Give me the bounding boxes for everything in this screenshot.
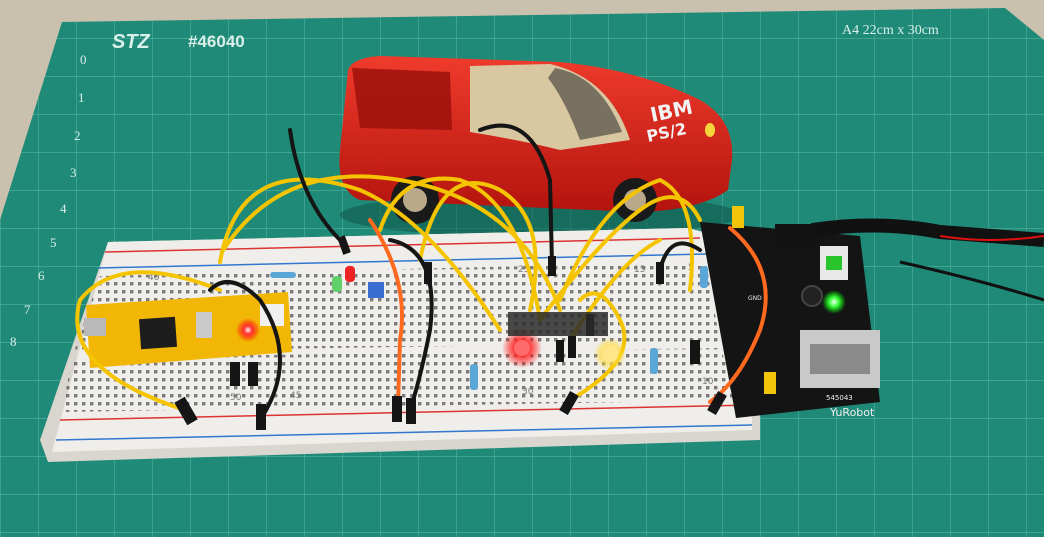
components <box>270 266 708 390</box>
dc-cable <box>810 218 1044 247</box>
bb-number: 40 <box>148 273 160 283</box>
header-pins <box>508 312 608 336</box>
resistor <box>700 266 708 288</box>
pcb-brand: YuRobot <box>829 406 875 419</box>
scale-num: 0 <box>80 52 87 67</box>
bb-number: 25 <box>518 265 529 275</box>
mat-model: #46040 <box>188 32 245 51</box>
bb-number: 30 <box>522 387 534 397</box>
power-led-glow <box>822 290 846 314</box>
resistor <box>650 348 658 374</box>
small-red-led <box>345 266 355 282</box>
mat-brand: STZ <box>112 31 151 53</box>
bb-number: 15 <box>634 265 645 275</box>
crystal <box>196 312 212 338</box>
pcb-gnd-label: GND <box>748 295 762 302</box>
resistor <box>270 272 296 278</box>
board-led-glow <box>236 318 260 342</box>
rail-line-blue-bottom <box>55 424 753 441</box>
arduino-nano-board <box>84 292 292 368</box>
usb-port <box>84 318 106 336</box>
microcontroller-chip <box>138 316 178 350</box>
potentiometer <box>368 282 384 298</box>
bb-number: 50 <box>230 393 242 403</box>
car-badge-icon <box>705 123 715 137</box>
scale-num: 1 <box>78 90 85 105</box>
scale-num: 6 <box>38 268 45 283</box>
red-led <box>514 340 530 356</box>
bb-number: 10 <box>702 377 714 387</box>
car-rear-deck <box>352 68 452 130</box>
black-wire-thin <box>899 260 1044 302</box>
jumper <box>764 372 776 394</box>
bb-number: 45 <box>290 391 301 401</box>
power-switch-cap <box>826 256 842 270</box>
red-wire <box>939 235 1044 241</box>
resistor <box>470 364 478 390</box>
power-supply-module: YuRobot 545043 GND <box>700 206 880 419</box>
mat-left-scale: 0 1 2 3 4 5 6 7 8 <box>10 52 87 349</box>
jumper-wires <box>75 123 768 422</box>
usb-a-port-inner <box>810 344 870 374</box>
jumper <box>732 206 744 228</box>
scale-num: 4 <box>60 201 67 216</box>
car-hub-rear <box>403 188 427 212</box>
capacitor <box>801 285 823 307</box>
scale-num: 3 <box>70 165 77 180</box>
dc-jack <box>775 224 815 246</box>
car-windshield <box>548 68 622 140</box>
scale-num: 8 <box>10 334 17 349</box>
small-green-led <box>332 276 342 292</box>
pcb-code: 545043 <box>826 394 853 402</box>
yellow-led <box>602 346 618 362</box>
scale-num: 2 <box>74 128 81 143</box>
mat-size-note: A4 22cm x 30cm <box>842 23 939 38</box>
scale-num: 5 <box>50 235 57 250</box>
rail-line-blue-top <box>97 253 707 269</box>
scale-num: 7 <box>24 302 31 317</box>
